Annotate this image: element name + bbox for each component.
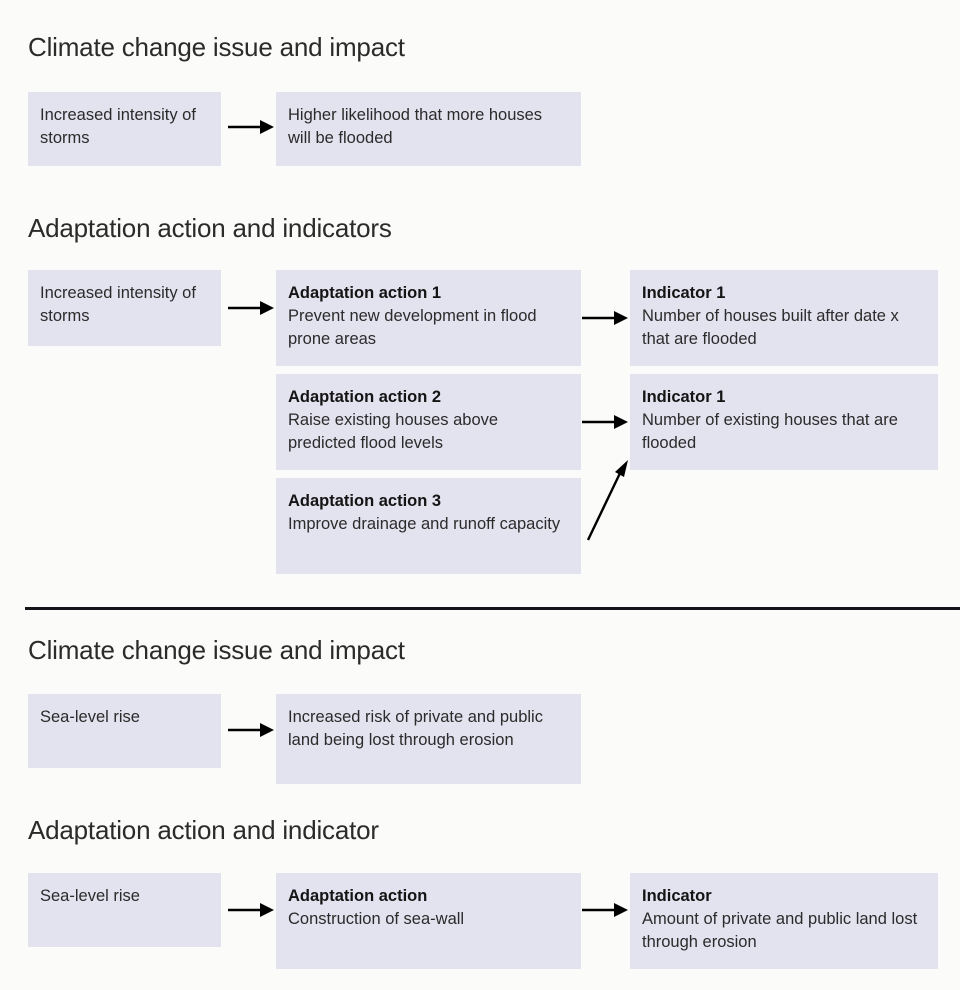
arrow-right-icon [228,301,274,315]
section-two-impact-box: Increased risk of private and public lan… [276,694,581,784]
adaptation-action-1-title: Adaptation action 1 [288,284,442,302]
section-two-driver-box: Sea-level rise [28,873,221,947]
indicator-2-box: Indicator 1 Number of existing houses th… [630,374,938,470]
adaptation-action-3-box: Adaptation action 3 Improve drainage and… [276,478,581,574]
section-one-impact-box: Higher likelihood that more houses will … [276,92,581,166]
adaptation-action-2-box: Adaptation action 2 Raise existing house… [276,374,581,470]
section-one-issue-box: Increased intensity of storms [28,92,221,166]
arrow-right-icon [228,120,274,134]
adaptation-action-1-box: Adaptation action 1 Prevent new developm… [276,270,581,366]
section-divider [25,607,960,610]
section-two-action-box: Adaptation action Construction of sea-wa… [276,873,581,969]
section-two-action-title: Adaptation action [288,887,428,905]
indicator-2-description: Number of existing houses that are flood… [642,411,898,452]
indicator-2-title: Indicator 1 [642,388,726,406]
adaptation-action-2-description: Raise existing houses above predicted fl… [288,411,499,452]
arrow-right-icon [228,723,274,737]
indicator-1-title: Indicator 1 [642,284,726,302]
arrow-right-icon [582,903,628,917]
arrow-right-icon [228,903,274,917]
section-one-action-heading: Adaptation action and indicators [28,213,392,243]
section-two-issue-heading: Climate change issue and impact [28,635,405,665]
adaptation-action-3-description: Improve drainage and runoff capacity [288,515,561,533]
section-two-indicator-title: Indicator [642,887,712,905]
adaptation-action-2-title: Adaptation action 2 [288,388,442,406]
section-one-issue-heading: Climate change issue and impact [28,32,405,62]
section-two-indicator-description: Amount of private and public land lost t… [642,910,918,951]
section-two-issue-box: Sea-level rise [28,694,221,768]
indicator-1-description: Number of houses built after date x that… [642,307,899,348]
adaptation-action-1-description: Prevent new development in flood prone a… [288,307,537,348]
indicator-1-box: Indicator 1 Number of houses built after… [630,270,938,366]
adaptation-action-3-title: Adaptation action 3 [288,492,442,510]
section-two-action-description: Construction of sea-wall [288,910,465,928]
section-two-indicator-box: Indicator Amount of private and public l… [630,873,938,969]
section-two-action-heading: Adaptation action and indicator [28,815,379,845]
arrow-right-icon [582,415,628,429]
section-one-driver-box: Increased intensity of storms [28,270,221,346]
arrow-right-icon [582,311,628,325]
